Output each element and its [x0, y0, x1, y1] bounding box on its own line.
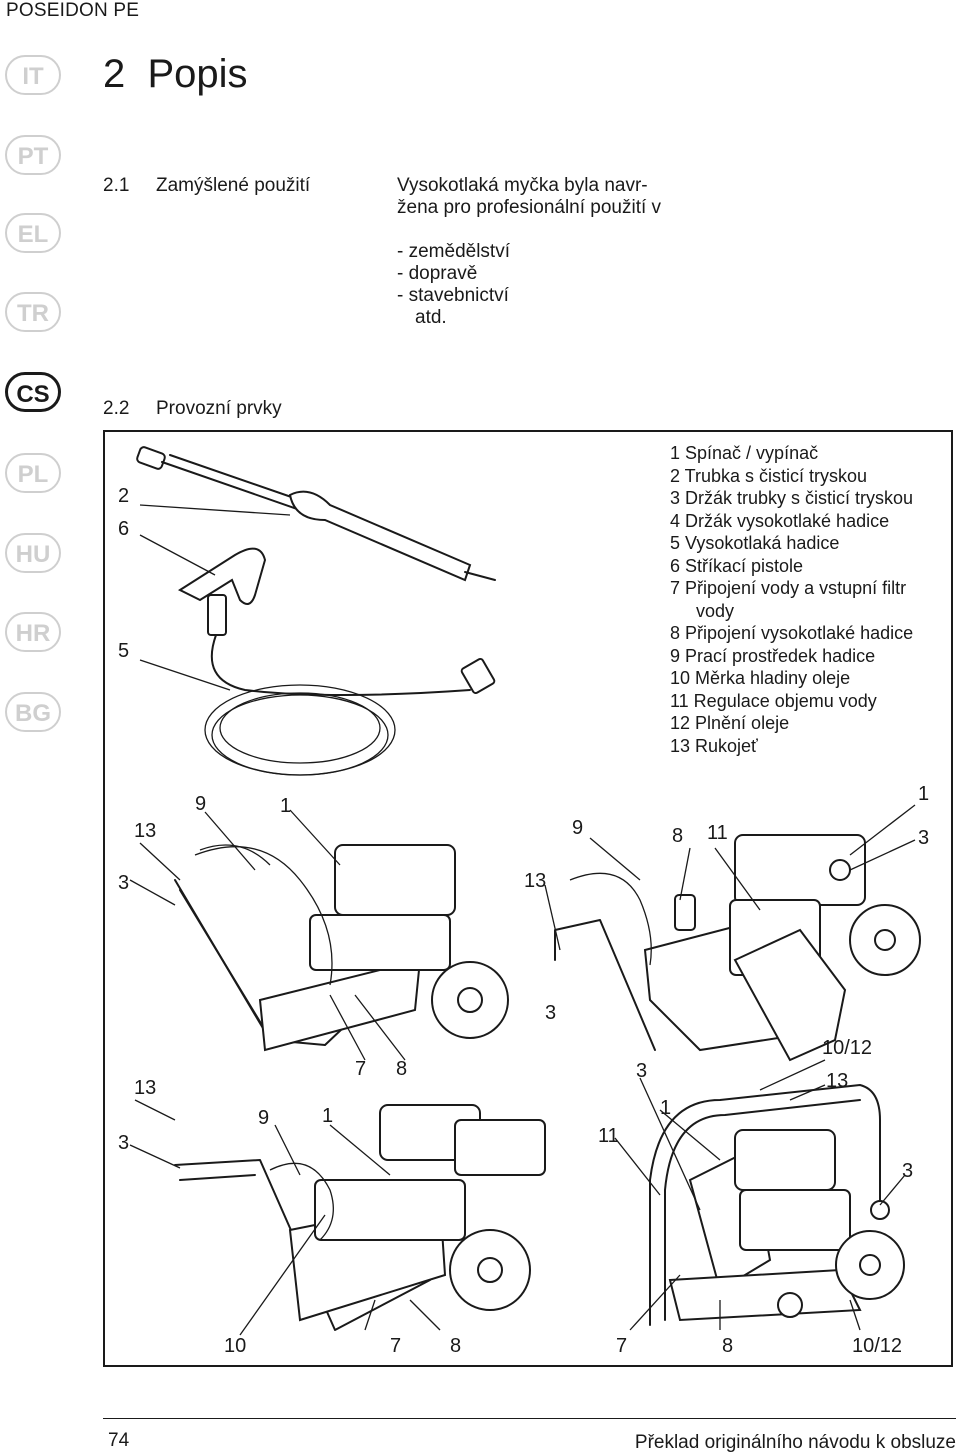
lang-tab-bg[interactable]: BG [5, 692, 61, 732]
callout-label: 8 [396, 1058, 408, 1080]
intro-line: Vysokotlaká myčka byla navr- [397, 175, 648, 196]
legend-item: 5 Vysokotlaká hadice [670, 533, 840, 553]
intro-line: žena pro profesionální použití v [397, 197, 662, 218]
callout-label: 9 [195, 793, 207, 815]
legend-item: 12 Plnění oleje [670, 713, 790, 733]
callout-label: 10 [224, 1335, 247, 1357]
callout-label: 11 [598, 1125, 619, 1147]
use-list-item: atd. [415, 307, 447, 328]
legend-item: 4 Držák vysokotlaké hadice [670, 510, 890, 531]
callout-label: 11 [707, 822, 728, 844]
callout-label: 7 [390, 1335, 402, 1357]
callout-label: 3 [636, 1060, 648, 1082]
use-list-item: - stavebnictví [397, 285, 509, 306]
chapter-title: 2 Popis [103, 52, 248, 97]
legend-item: 11 Regulace objemu vody [670, 690, 877, 711]
use-list-item: - zemědělství [397, 241, 510, 262]
callout-label: 3 [545, 1002, 557, 1024]
legend-item: 1 Spínač / vypínač [670, 443, 819, 463]
callout-label: 5 [118, 640, 130, 662]
callout-label: 10/12 [822, 1037, 873, 1059]
callout-label: 1 [322, 1105, 334, 1127]
pressure-washer-a-drawing [129, 809, 509, 1061]
callout-label: 13 [826, 1070, 849, 1092]
lang-tab-hr[interactable]: HR [5, 612, 61, 652]
callout-label: 1 [660, 1097, 672, 1119]
legend-item: 3 Držák trubky s čisticí tryskou [670, 488, 914, 508]
lang-tab-tr[interactable]: TR [5, 292, 61, 332]
parts-legend: 1 Spínač / vypínač 2 Trubka s čisticí tr… [670, 442, 913, 757]
lang-tab-hu[interactable]: HU [5, 533, 61, 573]
callout-label: 3 [118, 1132, 130, 1154]
chapter-name: Popis [147, 52, 248, 96]
callout-label: 6 [118, 518, 130, 540]
lance-and-hose-drawing [136, 446, 496, 776]
lang-tab-pl[interactable]: PL [5, 453, 61, 493]
callout-label: 7 [616, 1335, 628, 1357]
callout-label: 13 [134, 1077, 157, 1099]
callout-label: 9 [572, 817, 584, 839]
pressure-washer-b-drawing [544, 804, 921, 1062]
callout-label: 1 [918, 783, 930, 805]
page-number: 74 [108, 1430, 130, 1451]
callout-label: 8 [672, 825, 684, 847]
legend-item: 10 Měrka hladiny oleje [670, 668, 851, 688]
callout-label: 3 [118, 872, 130, 894]
lang-tab-el[interactable]: EL [5, 213, 61, 253]
legend-item: 8 Připojení vysokotlaké hadice [670, 623, 914, 643]
callout-label: 2 [118, 485, 130, 507]
callout-label: 13 [134, 820, 157, 842]
callout-label: 3 [918, 827, 930, 849]
callout-label: 3 [902, 1160, 914, 1182]
callout-label: 1 [280, 795, 292, 817]
section-2-2-number: 2.2 [103, 398, 130, 419]
footer-caption: Překlad originálního návodu k obsluze [634, 1432, 956, 1453]
legend-item: vody [696, 600, 735, 621]
lang-tab-pt[interactable]: PT [5, 135, 61, 175]
footer-divider [103, 1418, 956, 1419]
lang-tab-cs[interactable]: CS [5, 372, 61, 412]
callout-label: 9 [258, 1107, 270, 1129]
section-2-2-title: Provozní prvky [156, 398, 282, 419]
section-2-1-body: Vysokotlaká myčka byla navr- žena pro pr… [397, 175, 661, 329]
pressure-washer-d-drawing [614, 1059, 906, 1331]
use-list-item: - dopravě [397, 263, 478, 284]
legend-item: 9 Prací prostředek hadice [670, 645, 876, 666]
legend-item: 2 Trubka s čisticí tryskou [670, 465, 868, 486]
legend-item: 7 Připojení vody a vstupní filtr [670, 578, 907, 598]
chapter-number: 2 [103, 52, 126, 96]
callout-label: 10/12 [852, 1335, 903, 1357]
lang-tab-it[interactable]: IT [5, 55, 61, 95]
section-2-1-number: 2.1 [103, 175, 130, 196]
callout-label: 7 [355, 1058, 367, 1080]
brand-label: POSEIDON PE [6, 0, 140, 21]
section-2-1-title: Zamýšlené použití [156, 175, 311, 196]
callout-label: 13 [524, 870, 547, 892]
callout-label: 8 [722, 1335, 734, 1357]
figure-frame [103, 430, 953, 1367]
legend-item: 13 Rukojeť [670, 735, 758, 756]
legend-item: 6 Stříkací pistole [670, 555, 804, 576]
callout-label: 8 [450, 1335, 462, 1357]
pressure-washer-c-drawing [129, 1099, 546, 1336]
